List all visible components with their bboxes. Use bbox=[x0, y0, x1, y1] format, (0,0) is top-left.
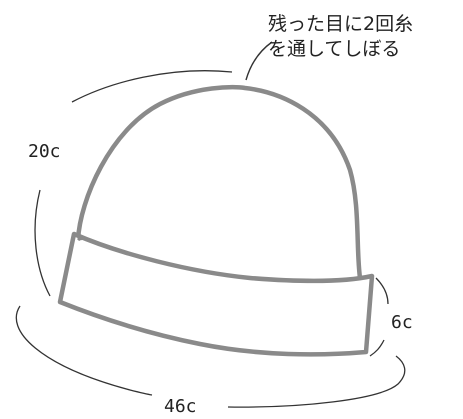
crown-finishing-note: 残った目に2回糸 を通してしぼる bbox=[268, 12, 458, 62]
crown-note-line-1: 残った目に2回糸 bbox=[268, 13, 414, 35]
cuff-dimension-arc-lower bbox=[369, 339, 385, 357]
cuff-width-dimension-label: 6c bbox=[391, 312, 413, 333]
height-dimension-arc-lower bbox=[34, 189, 51, 297]
circumference-dimension-label: 46c bbox=[164, 396, 197, 417]
height-dimension-label: 20c bbox=[28, 141, 61, 162]
crown-note-line-2: を通してしぼる bbox=[268, 38, 401, 60]
cuff-dimension-arc-upper bbox=[375, 277, 389, 305]
cuff-fold-line bbox=[76, 237, 91, 242]
circumference-dimension-arc-left bbox=[15, 305, 153, 396]
circumference-dimension-arc-right bbox=[227, 355, 406, 408]
height-dimension-arc bbox=[71, 70, 233, 103]
hat-crown-outline bbox=[75, 84, 363, 281]
annotation-pointer-line bbox=[245, 41, 273, 81]
hat-cuff-outline bbox=[57, 231, 375, 357]
